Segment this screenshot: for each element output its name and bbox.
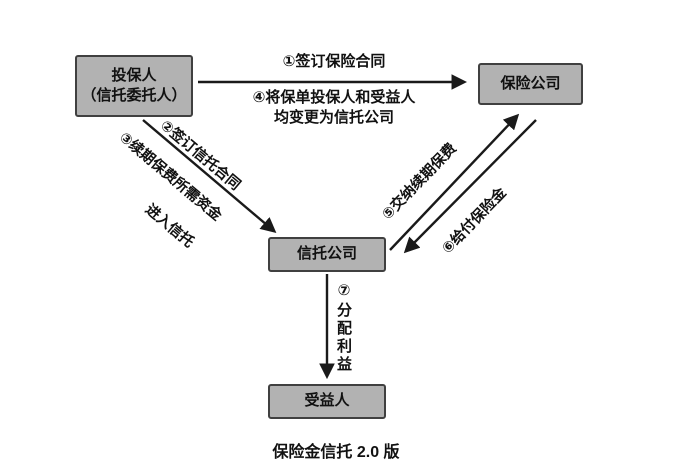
edge-pay-renewal-premium-arrow [389, 113, 520, 251]
node-beneficiary-label: 受益人 [304, 392, 350, 410]
edge-pay-insurance-benefit-arrow [403, 119, 537, 254]
edge7-label-distribute-benefit: ⑦分配利益 [335, 281, 352, 374]
node-insurance-company: 保险公司 [478, 63, 583, 105]
node-policyholder-line1: 投保人 [111, 66, 157, 84]
node-insurance-company-label: 保险公司 [500, 74, 561, 92]
node-trust-company: 信托公司 [268, 237, 386, 272]
node-policyholder-line2: （信托委托人） [81, 87, 187, 104]
edge4-label-line2: 均变更为信托公司 [273, 109, 394, 126]
node-trust-company-label: 信托公司 [296, 245, 357, 263]
edge-sign-trust-contract-arrow [142, 119, 277, 234]
node-policyholder: 投保人 （信托委托人） [75, 55, 193, 117]
edge4-label-line1: ④将保单投保人和受益人 [252, 89, 416, 106]
edge4-label-change-to-trust-company: ④将保单投保人和受益人 均变更为信托公司 [190, 88, 478, 128]
diagram-caption: 保险金信托 2.0 版 [272, 444, 400, 461]
edge1-label-sign-insurance-contract: ①签订保险合同 [282, 53, 386, 70]
node-beneficiary: 受益人 [268, 384, 386, 419]
